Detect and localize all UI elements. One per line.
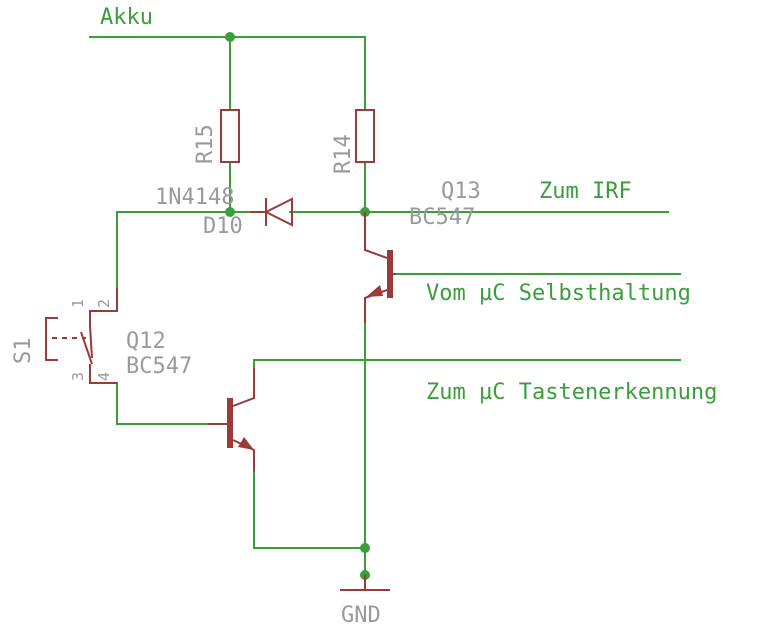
resistor-r14-body [355,109,375,163]
junction-akku [225,32,235,42]
q13-collector-lead [364,212,388,259]
q12-collector-lead [232,368,255,407]
pin-label-3: 3 [69,372,87,381]
switch-contact-bar [89,325,93,359]
pin-label-4: 4 [95,372,113,381]
label-q13-ref: Q13 [441,179,481,204]
wire-akku-rail [89,36,366,111]
label-q12-value: BC547 [126,354,192,379]
wire-node-switch [116,211,263,289]
wires [89,36,681,576]
transistor-q12 [208,368,255,472]
label-q12-ref: Q12 [126,329,166,354]
pin-label-2: 2 [95,299,113,308]
net-label-gnd: GND [341,603,381,628]
wire-q12-gnd [253,471,366,549]
label-r15: R15 [193,124,218,164]
net-label-zum-irf: Zum IRF [539,179,632,204]
q13-emitter-arrow [366,285,383,297]
switch-s1 [45,288,118,384]
junction-gnd-merge [360,543,370,553]
diode-triangle [263,197,293,227]
label-diode-value: 1N4148 [155,185,234,210]
pin-label-1: 1 [69,299,87,308]
label-switch-ref: S1 [11,338,36,365]
label-r14: R14 [331,134,356,174]
label-diode-ref: D10 [203,214,243,239]
label-q13-value: BC547 [409,205,475,230]
wire-switch-q12 [116,382,209,425]
switch-pin2-stub [89,288,118,326]
resistor-r15-body [220,109,240,163]
diode-d10 [250,197,293,227]
net-label-akku: Akku [100,5,153,30]
resistor-r14 [355,109,375,163]
net-label-zum-uc: Zum µC Tastenerkennung [426,380,717,405]
q12-emitter-arrow [238,437,254,450]
ground-symbol [340,575,390,591]
switch-pin3-stub [89,364,117,384]
net-label-vom-uc: Vom µC Selbsthaltung [426,281,691,306]
junction-diode-node [225,207,235,217]
junctions [225,32,370,580]
transistor-q13 [364,212,396,323]
switch-actuator [45,317,58,361]
resistor-r15 [220,109,240,163]
